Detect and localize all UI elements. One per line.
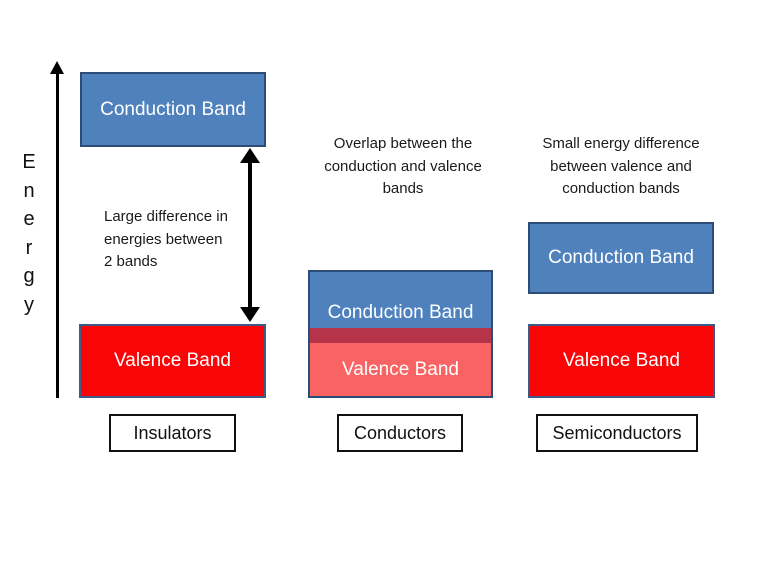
- insulators-category-label: Insulators: [133, 422, 212, 443]
- semiconductors-conduction-band-box: Conduction Band: [528, 222, 714, 294]
- band-gap-arrow-line: [248, 159, 252, 313]
- conductors-valence-band-section: Valence Band: [310, 343, 491, 396]
- conductors-annotation: Overlap between the conduction and valen…: [324, 135, 482, 197]
- conductors-conduction-band-label: Conduction Band: [327, 302, 474, 323]
- semiconductors-valence-band-label: Valence Band: [563, 350, 680, 371]
- semiconductors-valence-band-box: Valence Band: [528, 324, 715, 398]
- insulators-category-box: Insulators: [109, 414, 236, 452]
- energy-axis-label: E n e r g y: [22, 151, 36, 316]
- energy-axis-arrow-up-icon: [50, 61, 64, 74]
- conductors-overlap-strip: [310, 328, 491, 343]
- insulators-conduction-band-box: Conduction Band: [80, 72, 266, 147]
- insulators-annotation: Large difference in energies between 2 b…: [104, 208, 228, 270]
- energy-axis-line: [56, 73, 59, 398]
- semiconductors-conduction-band-label: Conduction Band: [548, 247, 694, 268]
- band-gap-arrow-down-icon: [240, 307, 260, 322]
- insulators-valence-band-box: Valence Band: [79, 324, 266, 398]
- insulators-valence-band-label: Valence Band: [114, 350, 231, 371]
- semiconductors-category-box: Semiconductors: [536, 414, 698, 452]
- band-gap-arrow-up-icon: [240, 148, 260, 163]
- conductors-category-label: Conductors: [353, 422, 447, 443]
- conductors-overlapping-bands-box: Conduction Band Valence Band: [308, 270, 493, 398]
- insulators-conduction-band-label: Conduction Band: [100, 98, 246, 120]
- semiconductors-annotation: Small energy difference between valence …: [542, 135, 700, 197]
- conductors-category-box: Conductors: [337, 414, 463, 452]
- conductors-valence-band-label: Valence Band: [342, 358, 459, 380]
- conductors-conduction-band-section: Conduction Band: [310, 272, 491, 328]
- semiconductors-category-label: Semiconductors: [552, 422, 682, 443]
